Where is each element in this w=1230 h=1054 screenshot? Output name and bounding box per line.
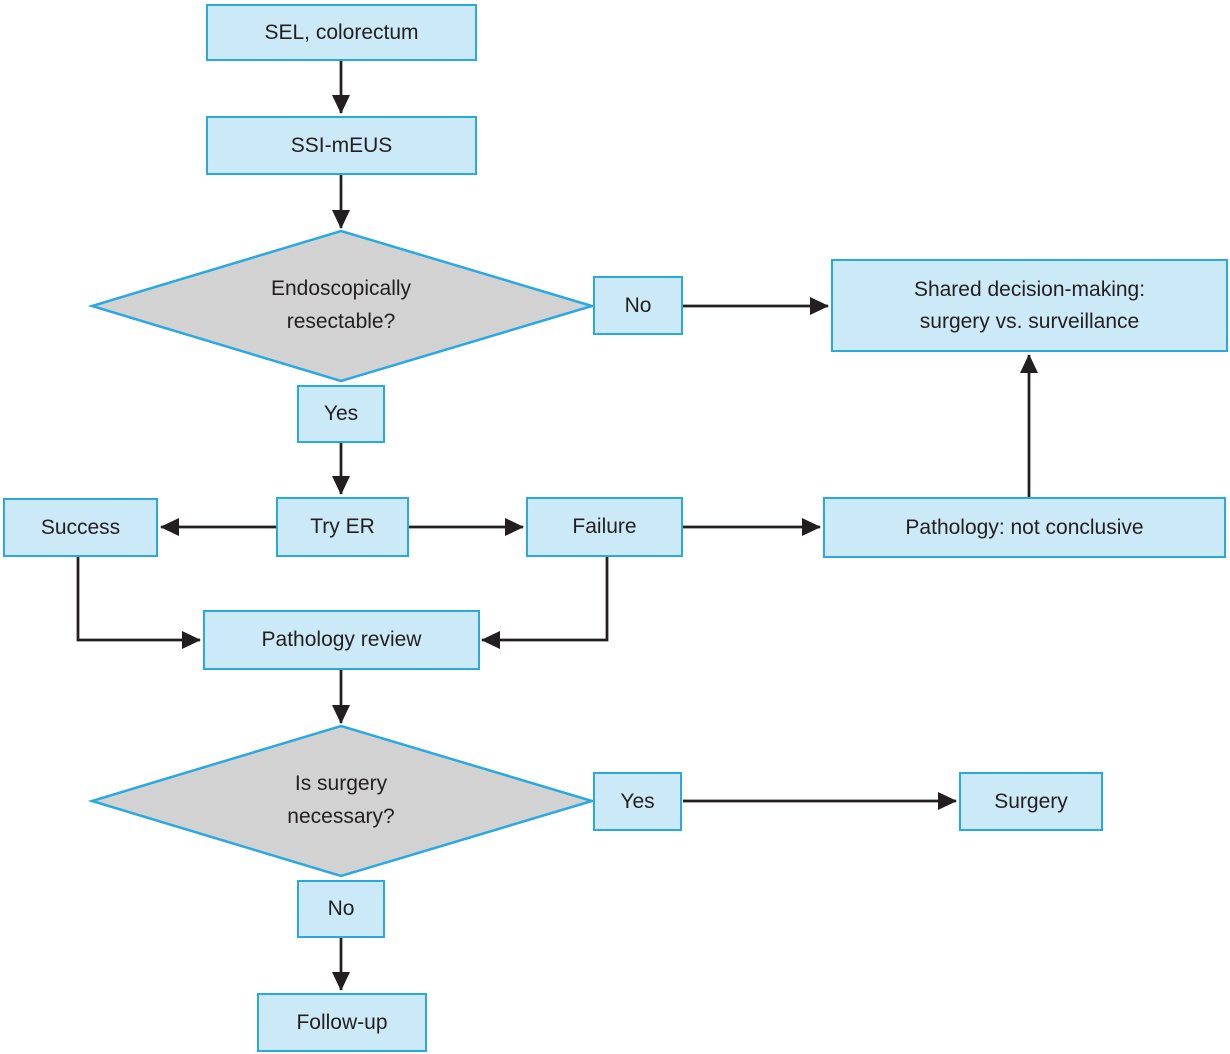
node-ssi-meus: SSI-mEUS [206, 116, 477, 175]
arrow-failure-to-pathology-review [481, 557, 609, 649]
node-follow-up: Follow-up [257, 993, 427, 1052]
node-shared-decision-making: Shared decision-making: surgery vs. surv… [831, 259, 1228, 352]
connector-surgery-yes: Yes [593, 772, 682, 831]
node-try-er: Try ER [276, 497, 409, 557]
connector-resectable-yes: Yes [297, 385, 385, 443]
node-failure: Failure [526, 497, 683, 557]
node-sel-colorectum: SEL, colorectum [206, 4, 477, 61]
connector-resectable-no: No [593, 276, 683, 335]
arrow-success-to-pathology-review [76, 557, 201, 649]
decision-label-is-surgery-necessary: Is surgery necessary? [287, 772, 395, 828]
connector-surgery-no: No [297, 880, 385, 938]
node-pathology-not-conclusive: Pathology: not conclusive [823, 497, 1226, 558]
node-success: Success [3, 498, 158, 557]
node-surgery: Surgery [959, 772, 1103, 831]
decision-label-endoscopically-resectable: Endoscopically resectable? [270, 277, 412, 333]
node-pathology-review: Pathology review [203, 610, 480, 670]
